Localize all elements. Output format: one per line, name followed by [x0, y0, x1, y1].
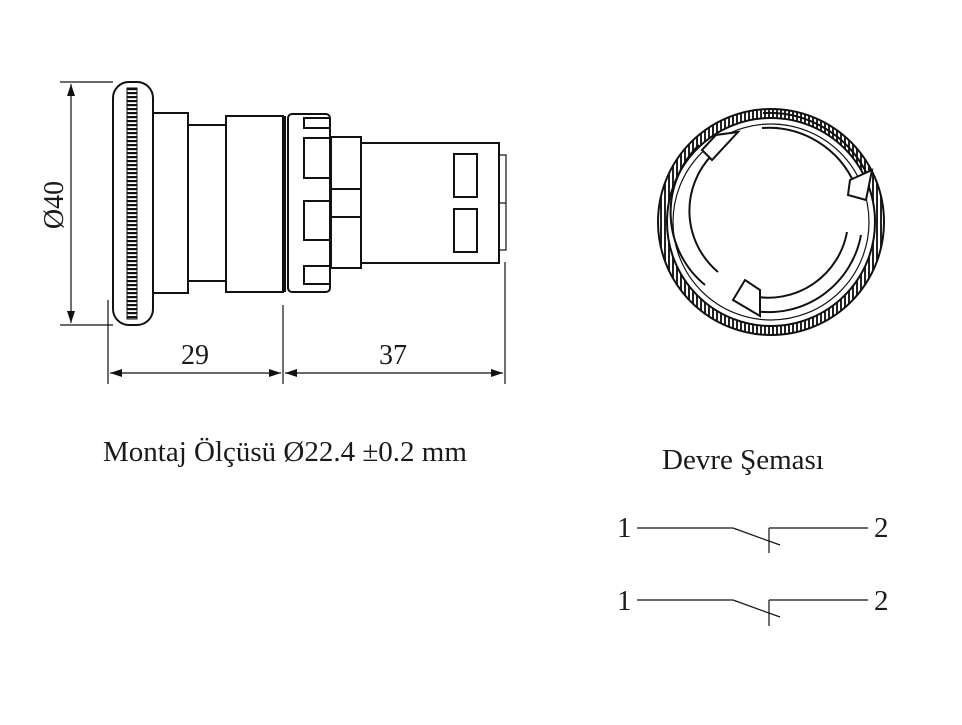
contact-nc-1: 1 2 [617, 512, 889, 553]
circuit-title: Devre Şeması [662, 444, 824, 476]
adapter [330, 136, 362, 269]
neck [187, 124, 227, 282]
length-rear-label: 37 [379, 340, 407, 371]
bezel [225, 115, 284, 293]
terminal-left: 1 [617, 512, 632, 544]
collar [152, 112, 189, 294]
diameter-dimension: Ø40 [39, 81, 113, 326]
rotation-arrows-icon [669, 111, 874, 318]
terminal-window [453, 208, 478, 253]
contact-nc-2: 1 2 [617, 585, 889, 626]
contact-block [360, 142, 500, 264]
terminal-right: 2 [874, 585, 889, 617]
side-view [112, 81, 507, 326]
circuit-diagram: 1 2 1 2 [617, 512, 889, 626]
diameter-label: Ø40 [39, 181, 70, 229]
length-dimensions: 29 37 [107, 262, 506, 384]
length-front-label: 29 [181, 340, 209, 371]
nut-slots [303, 117, 330, 285]
cap-knurl [126, 87, 138, 320]
front-view [657, 108, 885, 336]
terminal-window [453, 153, 478, 198]
terminal-right: 2 [874, 512, 889, 544]
terminal-left: 1 [617, 585, 632, 617]
mounting-caption: Montaj Ölçüsü Ø22.4 ±0.2 mm [103, 436, 467, 468]
